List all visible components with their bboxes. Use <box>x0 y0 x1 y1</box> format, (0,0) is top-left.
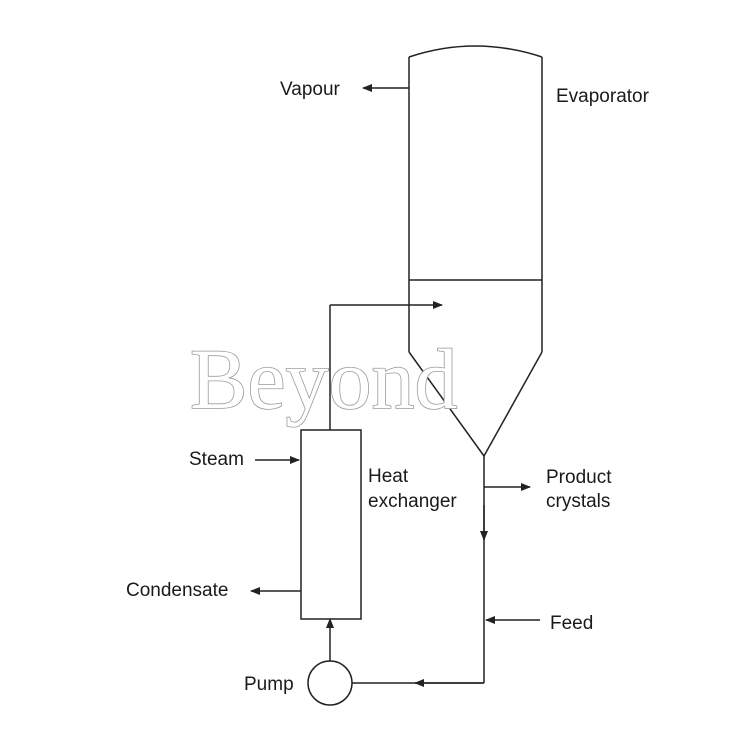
product-label-line2: crystals <box>546 491 610 512</box>
steam-label: Steam <box>189 449 244 470</box>
watermark-text: Beyond <box>190 331 458 427</box>
feed-label: Feed <box>550 613 593 634</box>
pump-symbol <box>307 660 353 706</box>
heat-exchanger-return-line <box>329 301 443 430</box>
condensate-label: Condensate <box>126 580 228 601</box>
heat-exchanger-shell <box>300 429 362 620</box>
vapour-label: Vapour <box>280 79 341 100</box>
heat-exchanger-label-line2: exchanger <box>368 491 457 512</box>
pump-label: Pump <box>244 674 294 695</box>
product-label-line1: Product <box>546 467 612 488</box>
recirculation-line <box>352 456 488 687</box>
evaporator-vessel <box>408 45 543 457</box>
heat-exchanger-label-line1: Heat <box>368 466 409 487</box>
evaporator-label: Evaporator <box>556 86 650 107</box>
